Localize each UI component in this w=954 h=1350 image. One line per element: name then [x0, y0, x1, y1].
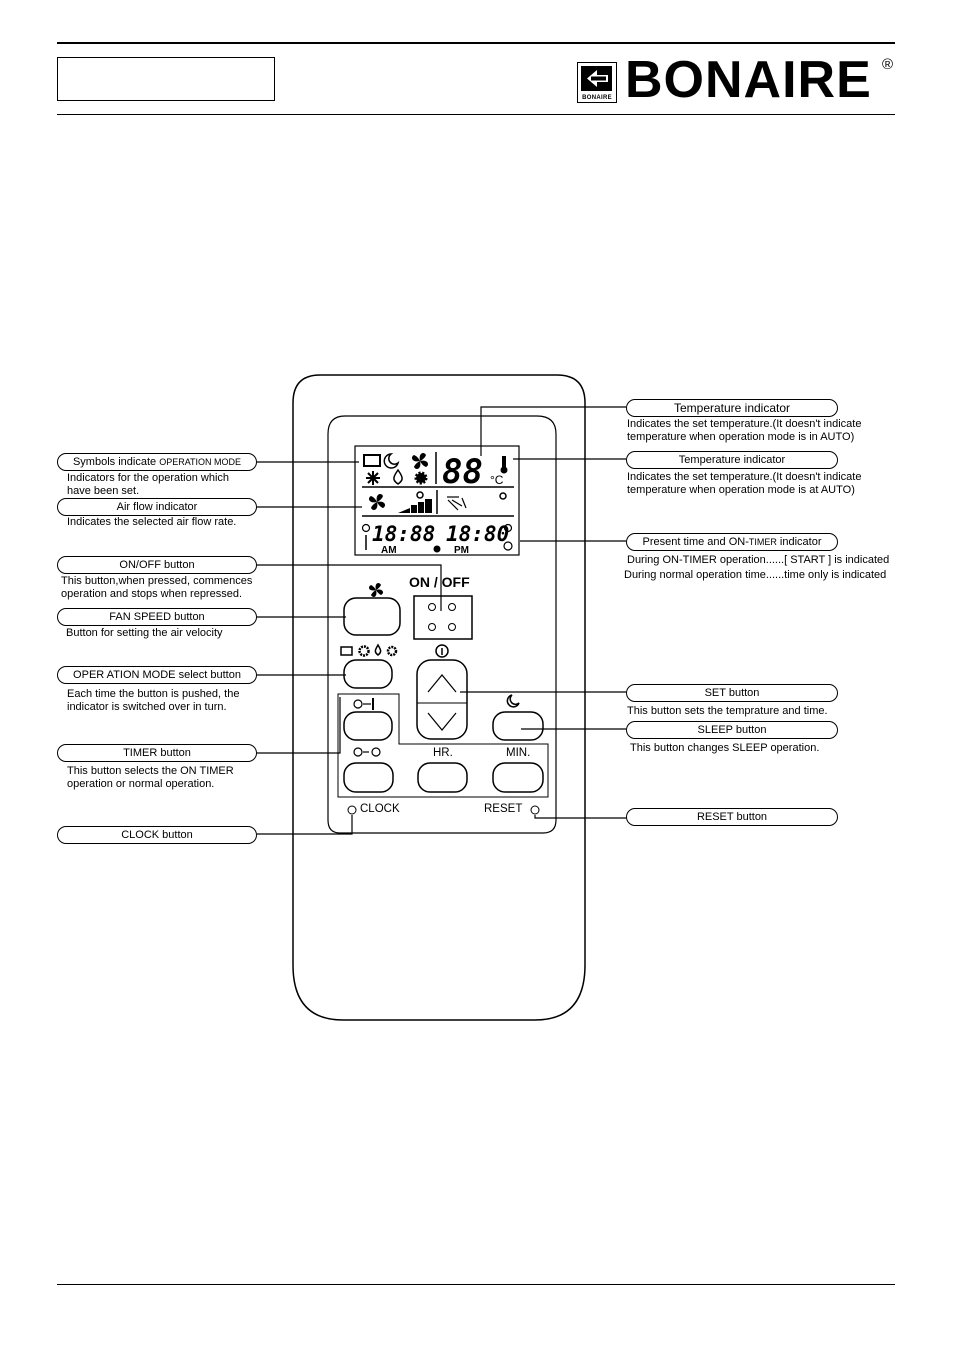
- brand-mark-icon: BONAIRE: [577, 62, 617, 103]
- airflow-fan-icon: [369, 494, 385, 510]
- on-off-key: [413, 595, 473, 640]
- lcd-timer-icon: [503, 523, 513, 533]
- swing-icon: [447, 496, 467, 511]
- heat-sun-icon: [414, 471, 428, 485]
- temp-indicator-callout-2: Temperature indicator: [626, 451, 838, 469]
- present-time-desc-1: During ON-TIMER operation......[ START ]…: [627, 554, 890, 566]
- sleep-desc: This button changes SLEEP operation.: [630, 742, 820, 754]
- mode-key: [343, 659, 393, 689]
- set-down-arrow-icon: [427, 712, 457, 731]
- brand-name: BONAIRE: [625, 51, 872, 109]
- sleep-key: [492, 711, 544, 741]
- reset-label: RESET: [484, 803, 523, 815]
- reset-hole-icon: [530, 805, 540, 815]
- dry-drop-icon: [393, 468, 403, 485]
- on-off-callout: ON/OFF button: [57, 556, 257, 574]
- clock-label: CLOCK: [360, 803, 400, 815]
- brand-logo: BONAIRE BONAIRE ®: [577, 52, 897, 108]
- air-flow-callout: Air flow indicator: [57, 498, 257, 516]
- turbo-swirl-icon: [416, 491, 424, 499]
- present-time-desc-2: During normal operation time......time o…: [624, 569, 887, 581]
- set-key: [416, 659, 468, 740]
- turbo-swirl-icon-2: [499, 492, 507, 500]
- lcd-time-right: 18:80: [446, 522, 509, 546]
- header-blank-box: [57, 57, 275, 101]
- clock-set-key: [343, 762, 394, 793]
- clock-callout: CLOCK button: [57, 826, 257, 844]
- footer-rule: [57, 1284, 895, 1285]
- on-off-label: ON / OFF: [409, 574, 470, 590]
- sleep-moon-icon: [383, 453, 400, 469]
- temp-indicator-desc-1a: Indicates the set temperature.(It doesn'…: [627, 418, 862, 430]
- thermometer-icon: [500, 456, 508, 474]
- operation-mode-desc-2: have been set.: [67, 485, 140, 497]
- air-flow-desc: Indicates the selected air flow rate.: [67, 516, 237, 528]
- temp-indicator-desc-2b: temperature when operation mode is at AU…: [627, 484, 855, 496]
- lcd-clock-icon: [361, 523, 371, 533]
- temp-indicator-desc-2a: Indicates the set temperature.(It doesn'…: [627, 471, 862, 483]
- leader-lines: [257, 406, 626, 835]
- lcd-signal-icon: [433, 545, 441, 553]
- fan-speed-desc: Button for setting the air velocity: [66, 627, 223, 639]
- clock-hole-icon: [347, 805, 357, 815]
- mode-select-desc-2: indicator is switched over in turn.: [67, 701, 227, 713]
- timer-desc-1: This button selects the ON TIMER: [67, 765, 234, 777]
- set-callout: SET button: [626, 684, 838, 702]
- operation-mode-icons: [363, 453, 400, 469]
- lcd-pm: PM: [454, 545, 469, 556]
- on-off-desc-1: This button,when pressed, commences: [61, 575, 253, 587]
- sleep-callout: SLEEP button: [626, 721, 838, 739]
- lcd-temperature: 88: [442, 452, 483, 492]
- reset-callout: RESET button: [626, 808, 838, 826]
- lcd-am: AM: [381, 545, 397, 556]
- timer-desc-2: operation or normal operation.: [67, 778, 215, 790]
- timer-key: [343, 711, 393, 741]
- sleep-moon-key-icon: [506, 694, 520, 708]
- fan-icon: [412, 453, 428, 469]
- top-rule: [57, 42, 895, 44]
- timer-panel: [337, 693, 549, 798]
- present-time-callout: Present time and ON-TIMER indicator: [626, 533, 838, 551]
- hr-label: HR.: [433, 747, 453, 759]
- auto-mode-icon: [363, 454, 381, 467]
- min-label: MIN.: [506, 747, 531, 759]
- info-icon: [435, 644, 449, 658]
- brand-mark-text: BONAIRE: [582, 95, 612, 101]
- timer-on-icon: [353, 698, 374, 710]
- airflow-bars-icon: [398, 499, 432, 513]
- timer-callout: TIMER button: [57, 744, 257, 762]
- fan-key-icon: [368, 582, 384, 598]
- timer-off-icon: [353, 747, 381, 757]
- mode-key-icons: [340, 643, 398, 657]
- temp-indicator-callout-1: Temperature indicator: [626, 399, 838, 417]
- registered-mark: ®: [882, 56, 894, 73]
- lcd-celsius: °C: [490, 473, 504, 487]
- operation-mode-callout: Symbols indicate OPERATION MODE: [57, 453, 257, 471]
- fan-speed-key: [343, 597, 401, 636]
- set-up-arrow-icon: [427, 674, 457, 693]
- mode-select-desc-1: Each time the button is pushed, the: [67, 688, 240, 700]
- temp-indicator-desc-1b: temperature when operation mode is in AU…: [627, 431, 855, 443]
- hr-key: [417, 762, 468, 793]
- header-rule: [57, 114, 895, 115]
- operation-mode-desc-1: Indicators for the operation which: [67, 472, 230, 484]
- lcd-time-left: 18:88: [372, 522, 435, 546]
- fan-speed-callout: FAN SPEED button: [57, 608, 257, 626]
- on-off-desc-2: operation and stops when repressed.: [61, 588, 243, 600]
- set-desc: This button sets the temprature and time…: [627, 705, 828, 717]
- min-key: [492, 762, 544, 793]
- cool-snowflake-icon: [366, 471, 380, 485]
- mode-select-callout: OPER ATION MODE select button: [57, 666, 257, 684]
